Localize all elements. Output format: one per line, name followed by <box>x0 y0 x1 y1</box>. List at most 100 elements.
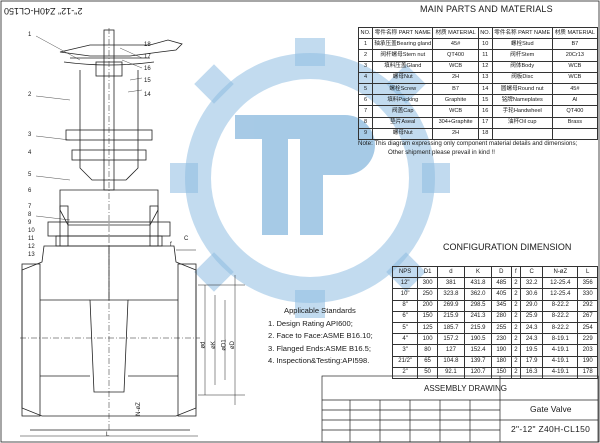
config-cell: 10" <box>391 288 419 301</box>
dim-label-f: f <box>170 242 172 248</box>
parts-cell: QT400 <box>432 49 479 62</box>
parts-cell <box>551 127 599 140</box>
config-cell: 24.3 <box>520 321 544 335</box>
parts-cell: 阀板Disc <box>491 71 553 84</box>
config-cell: 32.2 <box>520 277 544 290</box>
config-cell: 381 <box>436 277 465 290</box>
config-cell: 267 <box>577 310 598 323</box>
config-cell: 362.0 <box>463 288 493 301</box>
dim-label-k: øK <box>210 341 217 349</box>
callout-14: 14 <box>144 92 151 98</box>
config-cell: 2 <box>510 321 522 335</box>
config-cell: 12-25.4 <box>542 288 579 301</box>
parts-cell: WCB <box>432 60 479 73</box>
callout-15: 15 <box>144 78 151 84</box>
parts-cell: 铭牌Nameplates <box>491 94 553 107</box>
config-cell: 8-22.2 <box>542 321 579 335</box>
parts-cell: 15 <box>477 94 493 107</box>
drawing-code-rotated: 2"-12" Z40H-CL150 <box>4 6 83 16</box>
standard-item: 4. Inspection&Testing:API598. <box>268 356 370 365</box>
parts-cell: 3 <box>357 60 374 73</box>
config-cell: 190 <box>491 344 512 357</box>
config-cell: 2 <box>510 344 522 357</box>
config-cell: 215.9 <box>463 321 493 335</box>
parts-cell: 9 <box>357 127 374 140</box>
dim-label-d1: øD1 <box>221 339 228 351</box>
parts-cell: 轴承压盖Bearing gland <box>372 38 434 51</box>
parts-header-cell: NO. <box>477 26 493 40</box>
parts-cell: 5 <box>357 82 374 96</box>
standard-item: 2. Face to Face:ASME B16.10; <box>268 331 373 340</box>
config-cell: 250 <box>417 288 438 301</box>
config-cell: 215.9 <box>436 310 465 323</box>
dim-label-l: L <box>106 432 110 438</box>
config-cell: 2 <box>510 277 522 290</box>
watermark-letters <box>235 115 375 235</box>
config-cell: 6" <box>391 310 419 323</box>
parts-cell: 螺栓Screw <box>372 82 434 96</box>
config-cell: 21/2" <box>391 355 419 368</box>
title-block-assembly: ASSEMBLY DRAWING <box>424 384 507 393</box>
parts-cell: 2 <box>357 49 374 62</box>
config-cell: 150 <box>491 366 512 379</box>
config-cell: 80 <box>417 344 438 357</box>
parts-cell: 填料压盖Gland <box>372 60 434 73</box>
parts-cell: WCB <box>551 60 599 73</box>
callout-leaders <box>35 35 143 221</box>
callout-9: 9 <box>28 220 32 226</box>
config-cell: 139.7 <box>463 355 493 368</box>
parts-cell: 13 <box>477 71 493 84</box>
parts-cell: 圆螺母Round nut <box>491 82 553 96</box>
config-cell: 8-19.1 <box>542 333 579 346</box>
parts-header-cell: 材质 MATERIAL <box>551 26 599 40</box>
callout-18: 18 <box>144 42 151 48</box>
parts-cell: 17 <box>477 116 493 129</box>
config-cell: 255 <box>491 321 512 335</box>
config-cell: 330 <box>577 288 598 301</box>
parts-cell: 2H <box>432 71 479 84</box>
parts-cell: 45# <box>432 38 479 51</box>
parts-cell: 垫片Aseal <box>372 116 434 129</box>
config-cell: 4" <box>391 333 419 346</box>
parts-table-title: MAIN PARTS AND MATERIALS <box>420 4 553 14</box>
dim-label-d: ød <box>200 341 207 349</box>
dimension-lines <box>20 249 245 437</box>
config-cell: 3" <box>391 344 419 357</box>
config-cell: 229 <box>577 333 598 346</box>
parts-cell: 10 <box>477 38 493 51</box>
note-line-2: Other shipment please prevail in kind !! <box>388 149 495 156</box>
config-cell: 8-22.2 <box>542 299 579 312</box>
config-header-cell: d <box>436 265 465 279</box>
config-cell: 8-22.2 <box>542 310 579 323</box>
parts-header-cell: NO. <box>357 26 374 40</box>
parts-header-row: NO. 零件名称 PART NAME 材质 MATERIAL NO. 零件名称 … <box>357 26 599 40</box>
config-cell: 30.6 <box>520 288 544 301</box>
parts-cell: 阀杆螺母Stem nut <box>372 49 434 62</box>
config-cell: 2 <box>510 355 522 368</box>
config-cell: 5" <box>391 321 419 335</box>
config-header-cell: C <box>520 265 544 279</box>
standard-item: 3. Flanged Ends:ASME B16.5; <box>268 343 371 353</box>
config-cell: 157.2 <box>436 333 465 346</box>
callout-13: 13 <box>28 252 35 258</box>
config-cell: 185.7 <box>436 321 465 335</box>
parts-cell: 7 <box>357 105 374 118</box>
config-cell: 2 <box>510 366 522 379</box>
config-cell: 4-19.1 <box>542 366 579 379</box>
config-cell: 2 <box>510 288 522 301</box>
parts-cell: Graphite <box>432 94 479 107</box>
config-cell: 485 <box>491 277 512 290</box>
parts-cell: 螺母Nut <box>372 127 434 140</box>
